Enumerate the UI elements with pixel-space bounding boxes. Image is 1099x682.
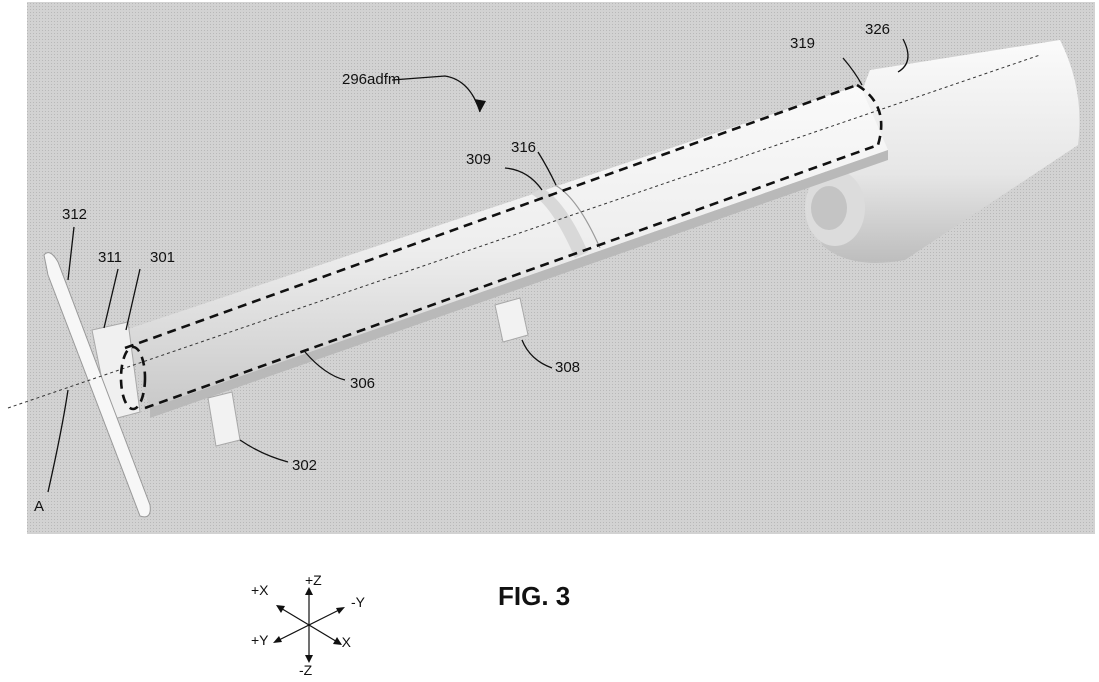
orientation-legend: +X +Z -Y +Y -X -Z	[251, 572, 366, 678]
label-309: 309	[466, 151, 491, 168]
label-316: 316	[511, 139, 536, 156]
label-assembly-ref: 296adfm	[342, 71, 400, 88]
leader-lines	[47, 38, 909, 493]
axis-label-minus-y: -Y	[351, 594, 366, 610]
label-308: 308	[555, 359, 580, 376]
axis-label-plus-x: +X	[251, 582, 269, 598]
figure-label: FIG. 3	[498, 581, 570, 611]
axis-label-plus-y: +Y	[251, 632, 269, 648]
label-326: 326	[865, 21, 890, 38]
actuator-tube	[125, 85, 888, 418]
label-311: 311	[98, 249, 122, 266]
label-319: 319	[790, 35, 815, 52]
axis-label-minus-x: -X	[337, 634, 352, 650]
label-302: 302	[292, 457, 317, 474]
label-306: 306	[350, 375, 375, 392]
mounting-plate-312	[43, 252, 151, 518]
label-301: 301	[150, 249, 175, 266]
axis-label-plus-z: +Z	[305, 572, 322, 588]
dashed-outline-306	[119, 83, 883, 411]
motor-housing	[805, 40, 1080, 263]
bracket-308	[494, 297, 529, 343]
axis-label-minus-z: -Z	[299, 662, 313, 678]
axis-line-a	[7, 54, 1041, 409]
label-312: 312	[62, 206, 87, 223]
collar-309	[531, 184, 601, 258]
label-axis-a: A	[34, 498, 44, 515]
